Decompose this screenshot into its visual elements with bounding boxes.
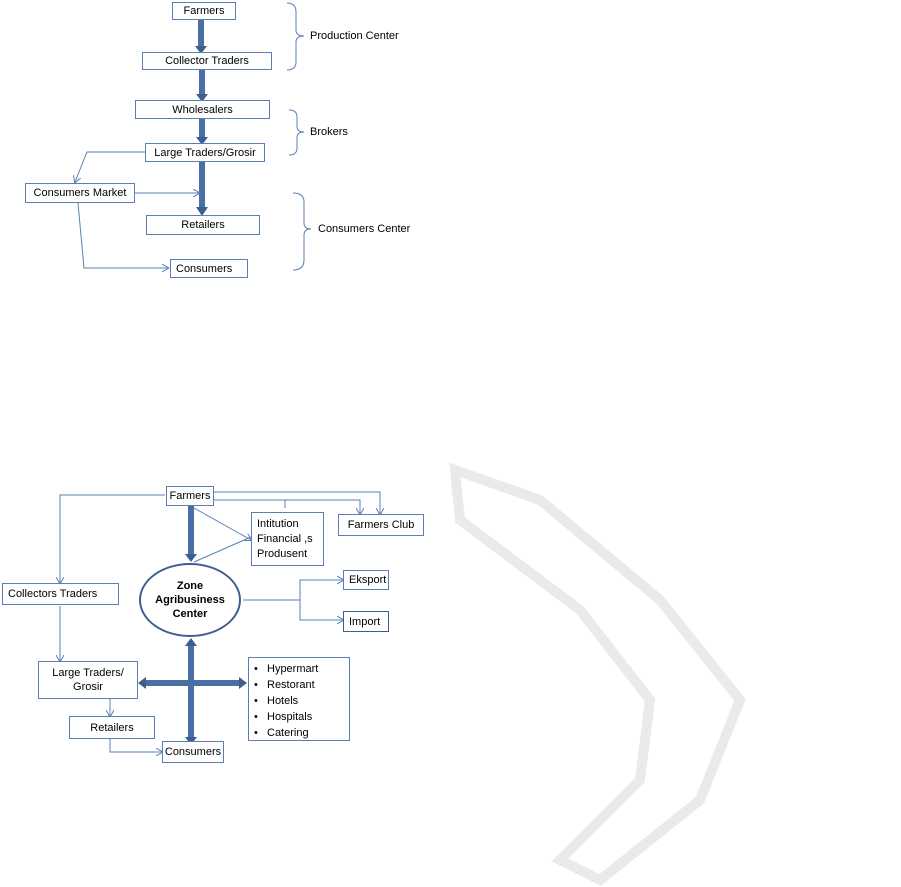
zone-line-3: Center (172, 608, 208, 620)
import-box: Import (343, 611, 389, 632)
bottom-consumers-box: Consumers (162, 741, 224, 763)
bottom-large-traders-box: Large Traders/ Grosir (38, 661, 138, 699)
outlet-item: Hospitals (254, 709, 349, 725)
zone-agribusiness-center: Zone Agribusiness Center (139, 563, 241, 637)
top-consumers-label: Consumers (176, 262, 233, 275)
top-consumers-market-box: Consumers Market (25, 183, 135, 203)
watermark (449, 462, 746, 886)
top-wholesalers-label: Wholesalers (172, 103, 233, 116)
import-label: Import (349, 615, 381, 628)
watermark-swoosh (449, 462, 746, 886)
line-to-eksport (299, 580, 343, 600)
bottom-farmers-label: Farmers (169, 490, 211, 502)
arrow-large-retailers (199, 161, 205, 209)
outlet-item: Hypermart (254, 661, 349, 677)
bottom-consumers-label: Consumers (164, 746, 222, 758)
institution-line-1: Intitution (257, 517, 299, 530)
arrow-farmers-zone (188, 506, 194, 556)
zone-line-2: Agribusiness (155, 594, 225, 606)
top-braces (286, 2, 312, 271)
outlet-item: Restorant (254, 677, 349, 693)
eksport-label: Eksport (349, 574, 387, 586)
line-retailers-consumers (109, 739, 162, 752)
top-thin-connectors (75, 151, 199, 268)
top-large-traders-label: Large Traders/Grosir (154, 146, 256, 159)
bottom-retailers-label: Retailers (90, 721, 134, 734)
top-consumers-box: Consumers (170, 259, 248, 278)
line-to-import (299, 600, 343, 620)
top-farmers-label: Farmers (183, 5, 225, 17)
top-retailers-box: Retailers (146, 215, 260, 235)
bottom-thin-connectors (60, 491, 380, 752)
arrow-horizontal-trade (145, 680, 240, 686)
zone-line-1: Zone (176, 580, 204, 592)
line-farmers-club (214, 491, 380, 514)
farmers-club-box: Farmers Club (338, 514, 424, 536)
top-large-traders-box: Large Traders/Grosir (145, 143, 265, 162)
outlet-item: Catering (254, 725, 349, 741)
bottom-farmers-box: Farmers (166, 486, 214, 506)
institution-line-3: Produsent (257, 547, 308, 560)
large-traders-line-2: Grosir (73, 681, 103, 693)
collectors-traders-box: Collectors Traders (2, 583, 119, 605)
line-farmers-collectors (60, 494, 165, 583)
top-collector-traders-box: Collector Traders (142, 52, 272, 70)
line-large-to-market (75, 151, 145, 182)
bottom-thick-arrows (138, 506, 247, 745)
line-farmers-club-2 (214, 499, 360, 514)
production-center-label: Production Center (310, 30, 399, 42)
top-consumers-market-label: Consumers Market (33, 187, 127, 199)
outlets-list: Hypermart Restorant Hotels Hospitals Cat… (248, 657, 350, 741)
institution-line-2: Financial ,s (257, 532, 313, 545)
large-traders-line-1: Large Traders/ (52, 667, 124, 679)
top-wholesalers-box: Wholesalers (135, 100, 270, 119)
brace-production (286, 2, 305, 71)
top-farmers-box: Farmers (172, 2, 236, 20)
top-collector-traders-label: Collector Traders (165, 55, 249, 67)
line-market-to-consumers (77, 202, 168, 268)
arrow-collector-wholesalers (199, 70, 205, 96)
consumers-center-label: Consumers Center (318, 223, 411, 235)
farmers-club-label: Farmers Club (347, 519, 415, 531)
arrow-wholesalers-large (199, 119, 205, 139)
arrow-farmers-collector (198, 20, 204, 48)
institution-box: Intitution Financial ,s Produsent (251, 512, 324, 566)
top-retailers-label: Retailers (181, 219, 225, 231)
brace-consumers-center (292, 192, 312, 271)
brace-brokers (288, 109, 305, 156)
bottom-retailers-box: Retailers (69, 716, 155, 739)
line-zone-inst (193, 536, 252, 563)
outlet-item: Hotels (254, 693, 349, 709)
eksport-box: Eksport (343, 570, 389, 590)
line-farmers-inst (193, 507, 251, 540)
arrow-zone-consumers (188, 646, 194, 738)
collectors-traders-label: Collectors Traders (8, 588, 98, 600)
brokers-label: Brokers (310, 126, 348, 138)
top-thick-arrows (195, 20, 208, 216)
